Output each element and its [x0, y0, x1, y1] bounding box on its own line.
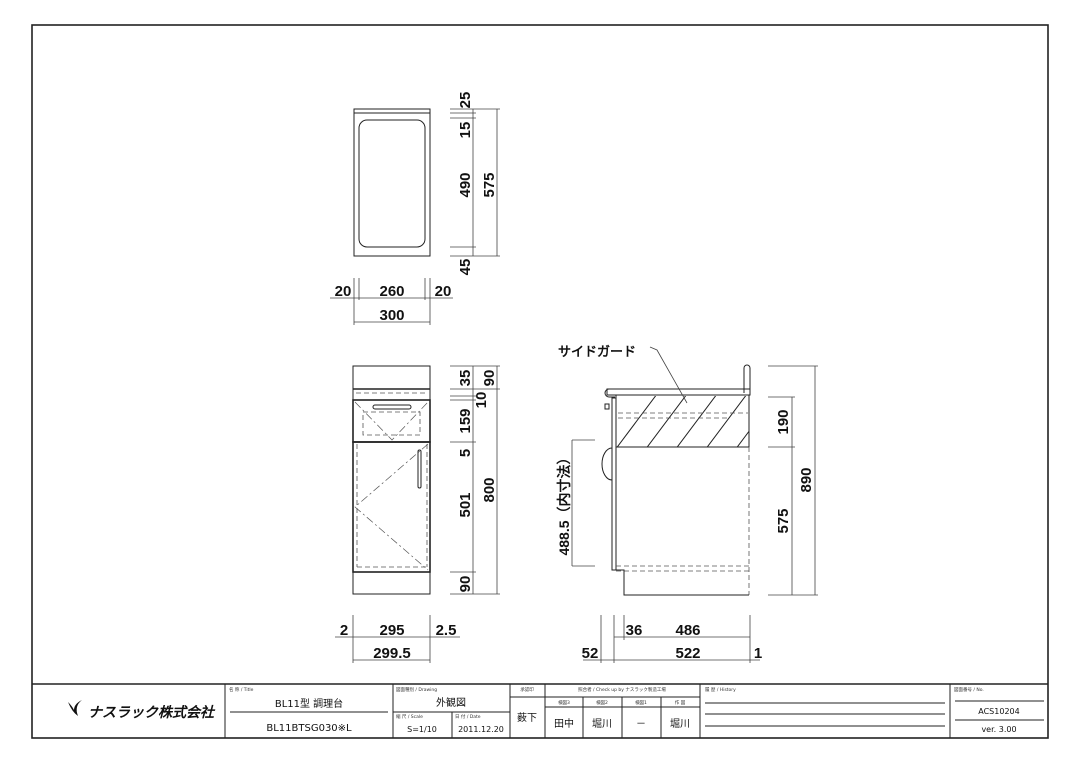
side-guard-leader — [649, 346, 688, 404]
top-view: 25 15 490 575 45 20 260 20 300 — [330, 92, 500, 325]
dim-260: 260 — [379, 283, 404, 300]
check-role: 検図2 — [596, 699, 608, 706]
dim-1: 1 — [754, 645, 762, 662]
dim-20-right: 20 — [435, 283, 452, 300]
dim-159: 159 — [457, 408, 474, 433]
dim-575: 575 — [481, 172, 498, 197]
dim-300: 300 — [379, 307, 404, 324]
dim-25: 25 — [457, 92, 474, 109]
dim-490: 490 — [457, 172, 474, 197]
dim-52: 52 — [582, 645, 599, 662]
check-role: 作 図 — [675, 699, 686, 706]
dim-486: 486 — [675, 622, 700, 639]
dim-501: 501 — [457, 492, 474, 517]
scale-value: S=1/10 — [407, 725, 437, 734]
dim-575-side: 575 — [775, 508, 792, 533]
company-logo: ナスラック株式会社 — [68, 700, 216, 721]
dim-10: 10 — [473, 392, 490, 409]
check-label: 照合者 / Check up by ナスラック製造工場 — [578, 686, 666, 693]
sheet-border — [31, 24, 1049, 739]
dim-522: 522 — [675, 645, 700, 662]
side-guard-hatch — [616, 396, 749, 447]
dim-800: 800 — [481, 477, 498, 502]
dim-5: 5 — [457, 449, 474, 457]
drawing-label: 図面種別 / Drawing — [396, 686, 437, 693]
dim-2-5: 2.5 — [436, 622, 457, 639]
drawing-no: ACS10204 — [978, 707, 1019, 716]
dim-299-5: 299.5 — [373, 645, 411, 662]
dim-2: 2 — [340, 622, 348, 639]
dim-190: 190 — [775, 409, 792, 434]
check-name: － — [636, 719, 646, 730]
dim-90-top: 90 — [481, 370, 498, 387]
title-value: BL11型 調理台 — [275, 697, 343, 710]
company-name: ナスラック株式会社 — [88, 704, 216, 721]
check-role: 検図3 — [558, 699, 570, 706]
side-guard-label: サイドガード — [558, 344, 636, 359]
dim-295: 295 — [379, 622, 404, 639]
date-value: 2011.12.20 — [458, 725, 504, 734]
dim-35: 35 — [457, 370, 474, 387]
title-label: 名 称 / Title — [229, 686, 254, 693]
dim-90-bottom: 90 — [457, 576, 474, 593]
drawing-no-label: 図面番号 / No. — [954, 686, 984, 693]
check-role: 検図1 — [635, 699, 647, 706]
version: ver. 3.00 — [981, 725, 1016, 734]
side-view: 190 575 890 488.5（内寸法） サイドガード 36 486 52 … — [556, 344, 818, 663]
model-value: BL11BTSG030※L — [266, 723, 352, 734]
approval-stamp: 薮下 — [517, 712, 537, 724]
history-label: 履 歴 / History — [705, 687, 736, 693]
dim-15: 15 — [457, 122, 474, 139]
check-name: 堀川 — [592, 718, 612, 730]
dim-45: 45 — [457, 259, 474, 276]
dim-20-left: 20 — [335, 283, 352, 300]
title-block: ナスラック株式会社 名 称 / Title BL11型 調理台 BL11BTSG… — [32, 683, 1048, 738]
check-name: 堀川 — [670, 718, 690, 730]
front-view: 35 90 10 159 5 501 800 90 2 295 2.5 299.… — [335, 365, 500, 663]
dim-890: 890 — [798, 467, 815, 492]
drawing-value: 外観図 — [436, 696, 466, 709]
check-name: 田中 — [554, 717, 574, 730]
scale-label: 縮 尺 / Scale — [396, 713, 423, 720]
dim-488-5-inner: 488.5（内寸法） — [556, 450, 572, 555]
dim-36: 36 — [626, 622, 643, 639]
date-label: 日 付 / Date — [455, 713, 481, 720]
approval-label: 承認印 — [520, 686, 534, 693]
